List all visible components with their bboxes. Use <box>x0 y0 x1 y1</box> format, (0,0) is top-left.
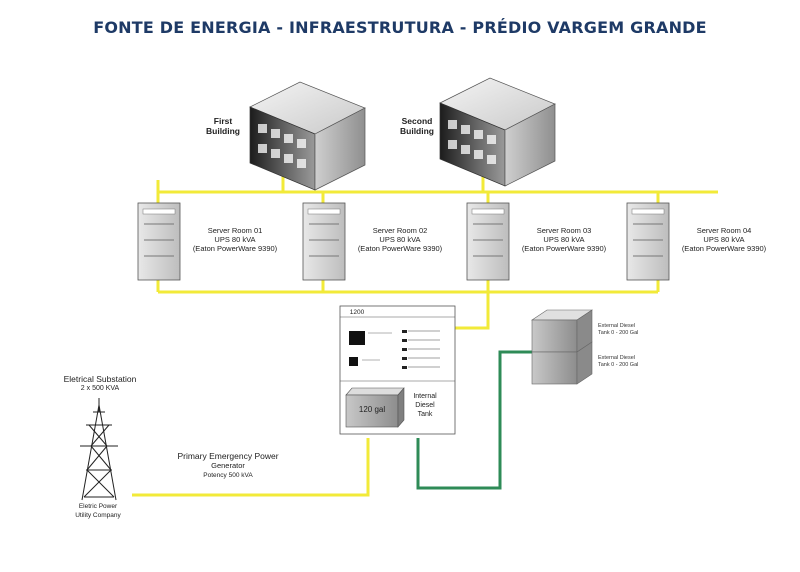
internal-tank-label-line2: Diesel <box>415 402 435 409</box>
utility-feed-line <box>132 438 370 497</box>
diagram-title: FONTE DE ENERGIA - INFRAESTRUTURA - PRÉD… <box>93 18 707 37</box>
server-room-4-label: Server Room 04 UPS 80 kVA (Eaton PowerWa… <box>669 226 779 253</box>
power-lines <box>132 170 718 497</box>
external-tank-2-label-line1: External Diesel <box>598 355 635 361</box>
ups-cabinet-2 <box>302 202 346 281</box>
generator-panel-code: 1200 <box>349 309 365 316</box>
generator-unit <box>339 305 456 435</box>
server-room-2-name: Server Room 02 <box>372 226 428 235</box>
server-room-3-name: Server Room 03 <box>536 226 592 235</box>
external-tank-2 <box>531 341 593 385</box>
server-room-1-model: (Eaton PowerWare 9390) <box>192 244 278 253</box>
ups-cabinet-4 <box>626 202 670 281</box>
server-room-1-name: Server Room 01 <box>207 226 263 235</box>
utility-company-label: Eletric Power Utility Company <box>58 502 138 520</box>
internal-tank-label-line1: Internal <box>413 393 437 400</box>
external-tank-1-label-line1: External Diesel <box>598 323 635 329</box>
server-room-2-label: Server Room 02 UPS 80 kVA (Eaton PowerWa… <box>345 226 455 253</box>
server-room-4-name: Server Room 04 <box>696 226 752 235</box>
external-tank-1 <box>531 309 593 353</box>
control-block-small <box>349 357 358 366</box>
internal-tank-label: Internal Diesel Tank <box>404 392 446 419</box>
server-room-2-model: (Eaton PowerWare 9390) <box>357 244 443 253</box>
server-room-1-label: Server Room 01 UPS 80 kVA (Eaton PowerWa… <box>180 226 290 253</box>
generator-caption-line2: Generator <box>211 461 245 470</box>
substation-label: Eletrical Substation 2 x 500 KVA <box>40 374 160 394</box>
substation-title: Eletrical Substation <box>63 374 137 384</box>
ups-cabinet-3 <box>466 202 510 281</box>
first-building-label-line2: Building <box>206 126 240 136</box>
server-room-4-model: (Eaton PowerWare 9390) <box>681 244 767 253</box>
second-building <box>439 77 556 187</box>
substation-capacity: 2 x 500 KVA <box>80 385 120 392</box>
fuel-line <box>416 350 532 490</box>
generator-tank-volume: 120 gal <box>358 405 386 414</box>
server-room-3-ups: UPS 80 kVA <box>543 235 585 244</box>
generator-caption-line1: Primary Emergency Power <box>177 451 279 461</box>
transmission-tower <box>80 398 118 501</box>
second-building-label-line2: Building <box>400 126 434 136</box>
generator-feed-line <box>455 292 490 330</box>
utility-company-line1: Eletric Power <box>78 503 118 510</box>
first-building-label-line1: First <box>213 116 233 126</box>
utility-company-line2: Utility Company <box>75 512 121 519</box>
second-building-label-line1: Second <box>401 116 433 126</box>
second-building-label: Second Building <box>392 116 442 136</box>
generator-caption-line3: Potency 500 kVA <box>203 472 253 479</box>
server-room-3-label: Server Room 03 UPS 80 kVA (Eaton PowerWa… <box>509 226 619 253</box>
control-block-large <box>349 331 365 345</box>
server-room-3-model: (Eaton PowerWare 9390) <box>521 244 607 253</box>
external-tank-2-label-line2: Tank 0 - 200 Gal <box>598 362 639 368</box>
generator-caption: Primary Emergency Power Generator Potenc… <box>168 451 288 481</box>
server-room-4-ups: UPS 80 kVA <box>703 235 745 244</box>
first-building-label: First Building <box>200 116 246 136</box>
first-building <box>249 81 366 191</box>
external-tank-1-label-line2: Tank 0 - 200 Gal <box>598 330 639 336</box>
server-room-2-ups: UPS 80 kVA <box>379 235 421 244</box>
server-room-1-ups: UPS 80 kVA <box>214 235 256 244</box>
external-tank-1-label: External Diesel Tank 0 - 200 Gal <box>598 323 668 337</box>
external-tank-2-label: External Diesel Tank 0 - 200 Gal <box>598 355 668 369</box>
internal-tank-label-line3: Tank <box>417 411 433 418</box>
fuel-lines <box>416 350 532 490</box>
ups-cabinet-1 <box>137 202 181 281</box>
